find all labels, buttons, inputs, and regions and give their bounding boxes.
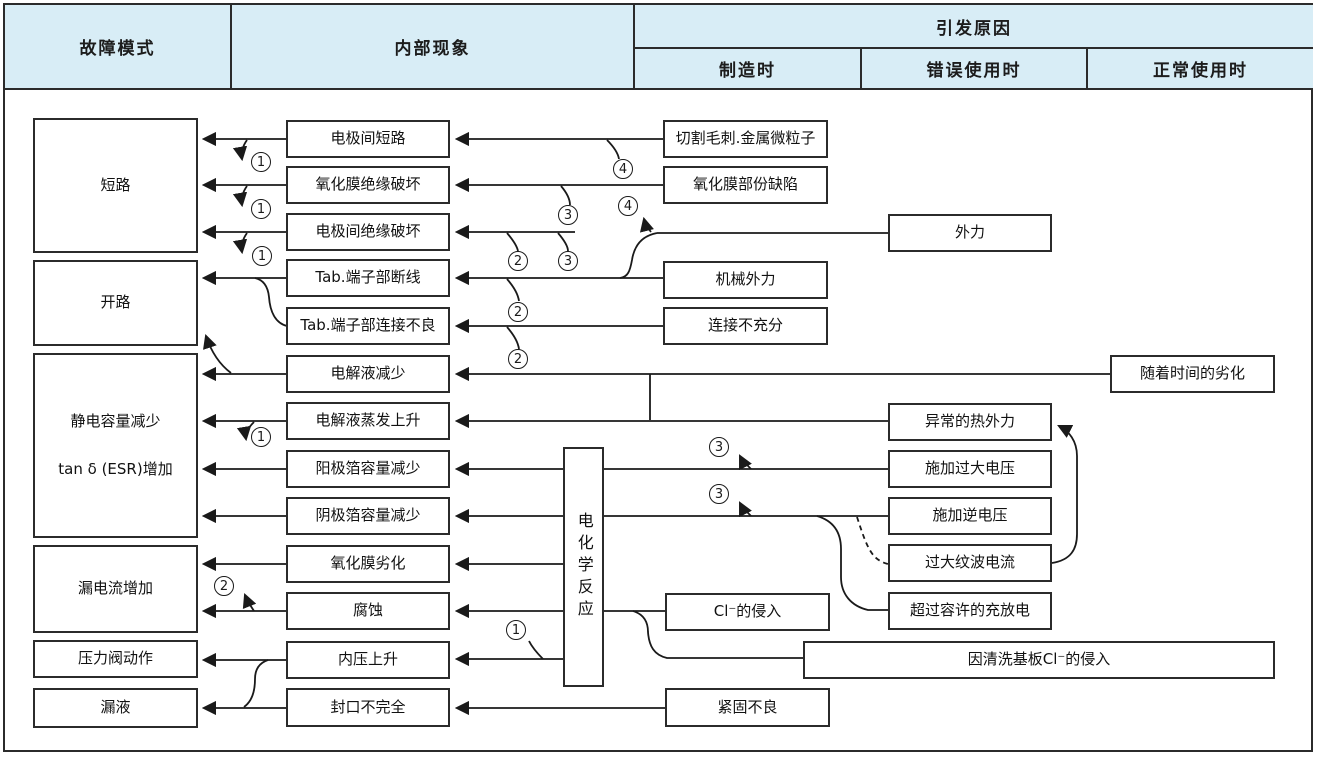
circled-number-2: 2 [508, 251, 528, 271]
arrows-to-internal-phenomena [454, 131, 1110, 716]
branch-connectors [243, 216, 1078, 708]
circled-number-1: 1 [251, 152, 271, 172]
annotation-hooks [232, 139, 752, 660]
circled-number-3: 3 [709, 437, 729, 457]
diagram-outer-frame [3, 3, 1313, 752]
header-failure-mode: 故障模式 [79, 39, 156, 59]
circled-number-2: 2 [508, 302, 528, 322]
header-sub-misuse: 错误使用时 [860, 49, 1086, 88]
circled-number-2: 2 [508, 349, 528, 369]
header-sub-manufacturing: 制造时 [633, 49, 860, 88]
table-header: 故障模式 内部现象 引发原因 制造时 错误使用时 正常使用时 [5, 5, 1313, 90]
arrows-to-failure-modes [201, 131, 286, 716]
circled-number-1: 1 [251, 427, 271, 447]
header-sub-normal-use: 正常使用时 [1086, 49, 1313, 88]
header-causes: 引发原因 [633, 5, 1313, 49]
circled-number-1: 1 [252, 246, 272, 266]
circled-number-1: 1 [506, 620, 526, 640]
circled-number-3: 3 [709, 484, 729, 504]
circled-number-4: 4 [613, 159, 633, 179]
circled-number-3: 3 [558, 205, 578, 225]
circled-number-2: 2 [214, 576, 234, 596]
header-internal-phenomenon: 内部现象 [230, 5, 633, 88]
circled-number-4: 4 [618, 196, 638, 216]
circled-number-3: 3 [558, 251, 578, 271]
circled-number-1: 1 [251, 199, 271, 219]
